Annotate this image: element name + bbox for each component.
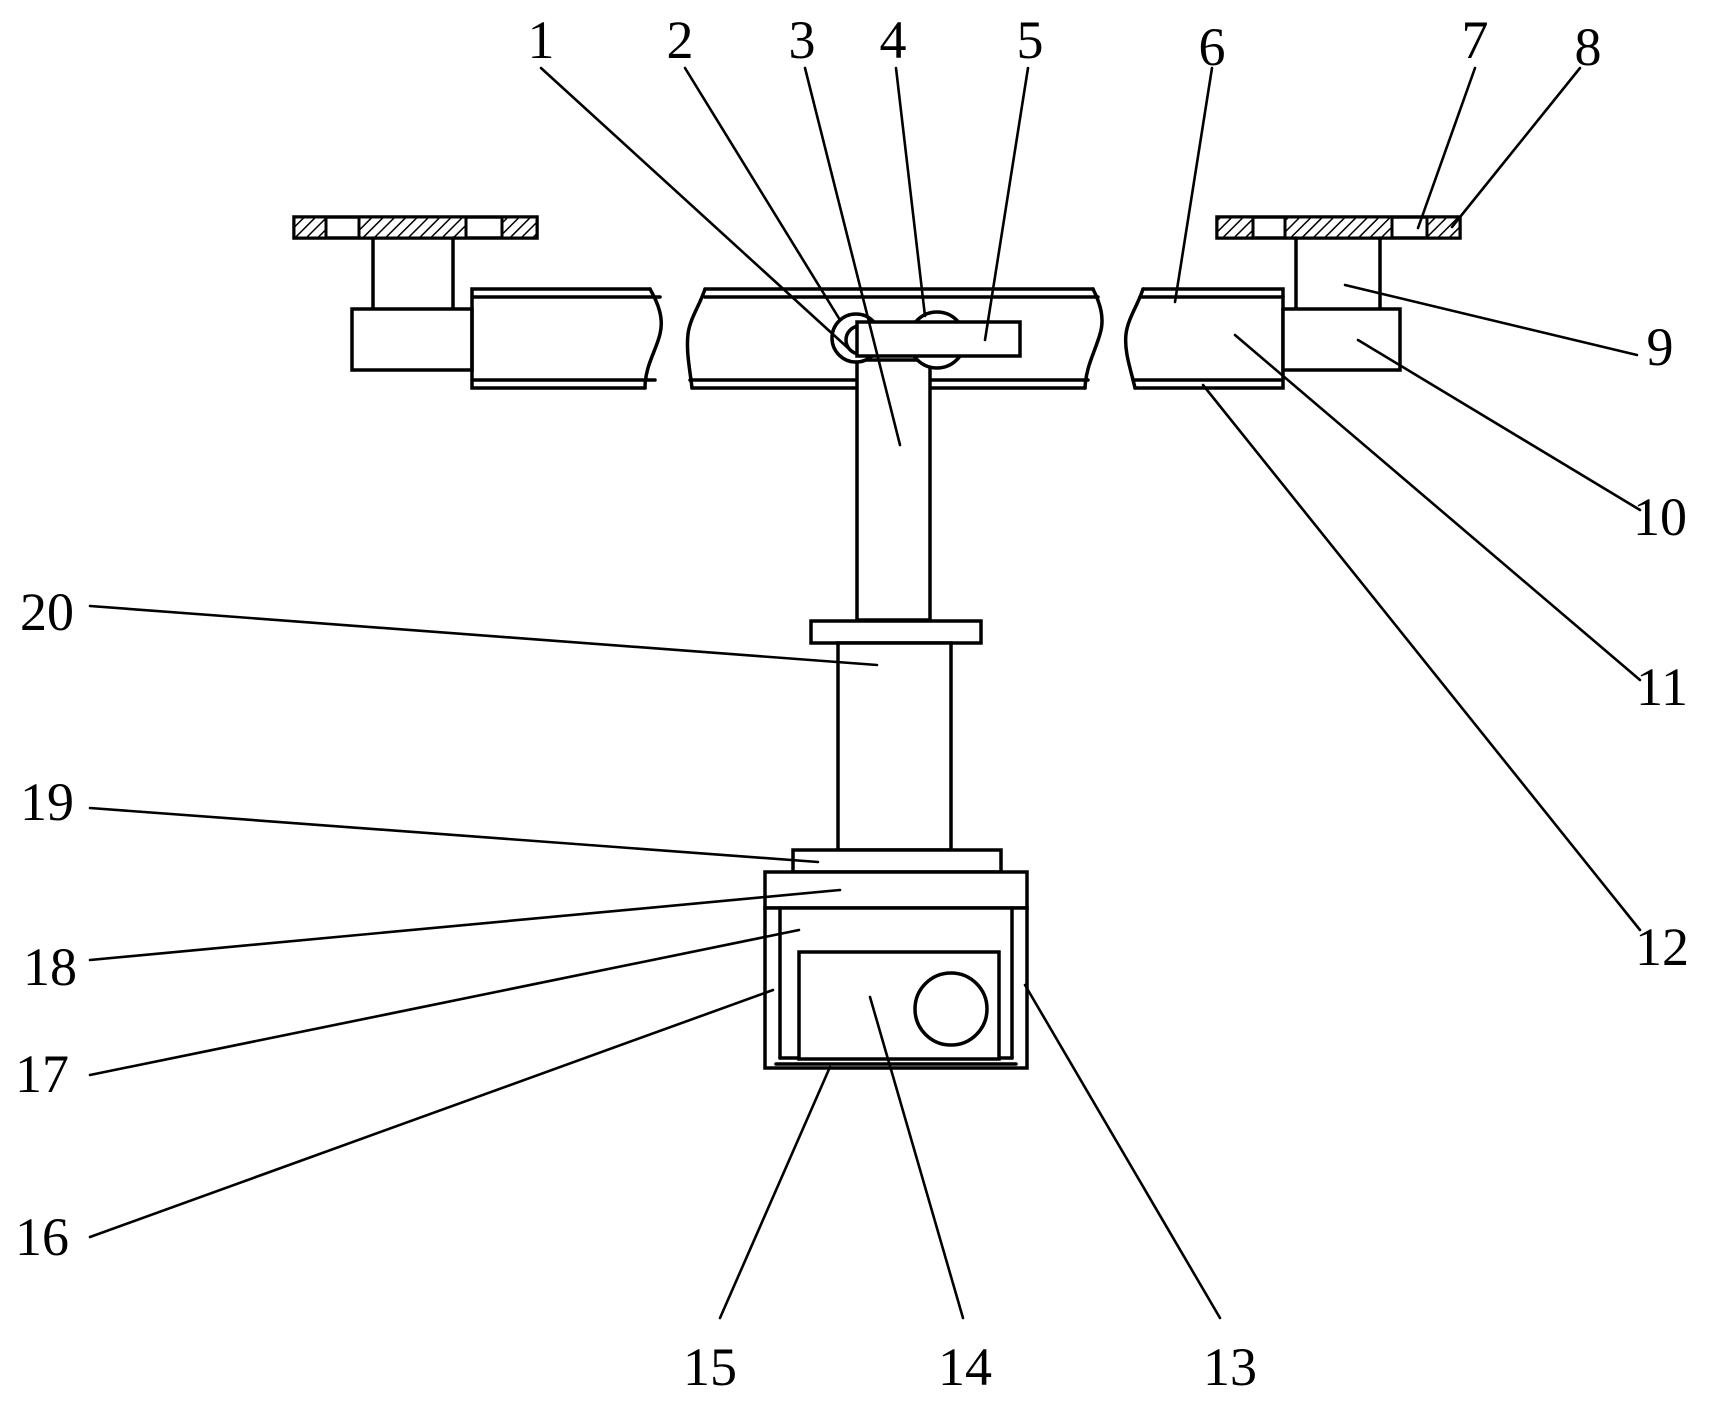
column-flange — [809, 619, 983, 645]
callout-13: 13 — [1203, 1337, 1257, 1397]
leader-2 — [683, 66, 842, 322]
lower-column — [836, 641, 953, 852]
left-slider-block — [350, 307, 474, 372]
leader-18 — [88, 888, 842, 962]
leader-10 — [1356, 338, 1642, 512]
leader-5 — [983, 66, 1030, 342]
left-plate-hatch-2 — [357, 215, 468, 240]
leader-12 — [1201, 383, 1642, 932]
leader-11 — [1233, 333, 1642, 682]
callout-3: 3 — [789, 10, 816, 70]
central-drive-assembly — [830, 310, 1022, 622]
upper-column — [855, 358, 932, 622]
callout-16: 16 — [15, 1207, 69, 1267]
callout-4: 4 — [880, 10, 907, 70]
callout-10: 10 — [1633, 487, 1687, 547]
leader-19 — [88, 806, 820, 864]
leader-1 — [539, 66, 850, 350]
rail-break-middle-left — [685, 287, 707, 390]
callout-20: 20 — [20, 582, 74, 642]
leader-8 — [1450, 66, 1582, 229]
callout-6: 6 — [1199, 17, 1226, 77]
leader-6 — [1173, 66, 1214, 304]
lower-assembly — [763, 619, 1029, 1070]
right-mount-assembly — [1215, 215, 1462, 372]
callout-labels: 1 2 3 4 5 6 7 8 9 10 11 12 13 14 15 16 1… — [15, 10, 1689, 1397]
rail-break-left-a — [643, 287, 663, 390]
top-cover-plate — [763, 870, 1029, 910]
leader-13 — [1023, 983, 1222, 1320]
leader-15 — [718, 1065, 832, 1320]
right-slider-block — [1281, 307, 1402, 372]
callout-8: 8 — [1575, 17, 1602, 77]
right-plate-hatch-3 — [1425, 215, 1462, 240]
callout-19: 19 — [20, 772, 74, 832]
connecting-arm — [855, 320, 1022, 358]
callout-14: 14 — [938, 1337, 992, 1397]
rail-break-middle-right — [1083, 287, 1104, 390]
camera-lens — [913, 971, 989, 1047]
callout-7: 7 — [1462, 10, 1489, 70]
mount-plate — [791, 848, 1003, 874]
rail-segment-right-outline — [1133, 287, 1285, 390]
leader-16 — [88, 988, 775, 1239]
callout-17: 17 — [15, 1044, 69, 1104]
right-plate-hatch-2 — [1283, 215, 1394, 240]
right-plate-hatch-1 — [1215, 215, 1255, 240]
callout-2: 2 — [667, 10, 694, 70]
leader-20 — [88, 604, 879, 667]
leader-4 — [894, 66, 927, 318]
callout-12: 12 — [1635, 917, 1689, 977]
callout-18: 18 — [23, 937, 77, 997]
leader-14 — [868, 995, 965, 1320]
rail-segment-left-outline — [470, 287, 652, 390]
callout-1: 1 — [528, 10, 555, 70]
left-mount-assembly — [292, 215, 539, 372]
leader-9 — [1343, 283, 1639, 357]
callout-15: 15 — [683, 1337, 737, 1397]
rail-break-right-a — [1123, 287, 1145, 390]
leader-7 — [1416, 66, 1477, 230]
callout-5: 5 — [1017, 10, 1044, 70]
leader-lines — [88, 66, 1642, 1320]
leader-3 — [803, 66, 902, 447]
left-plate-hatch-1 — [292, 215, 328, 240]
callout-11: 11 — [1636, 657, 1688, 717]
leader-17 — [88, 928, 801, 1077]
callout-9: 9 — [1647, 317, 1674, 377]
left-plate-hatch-3 — [500, 215, 539, 240]
